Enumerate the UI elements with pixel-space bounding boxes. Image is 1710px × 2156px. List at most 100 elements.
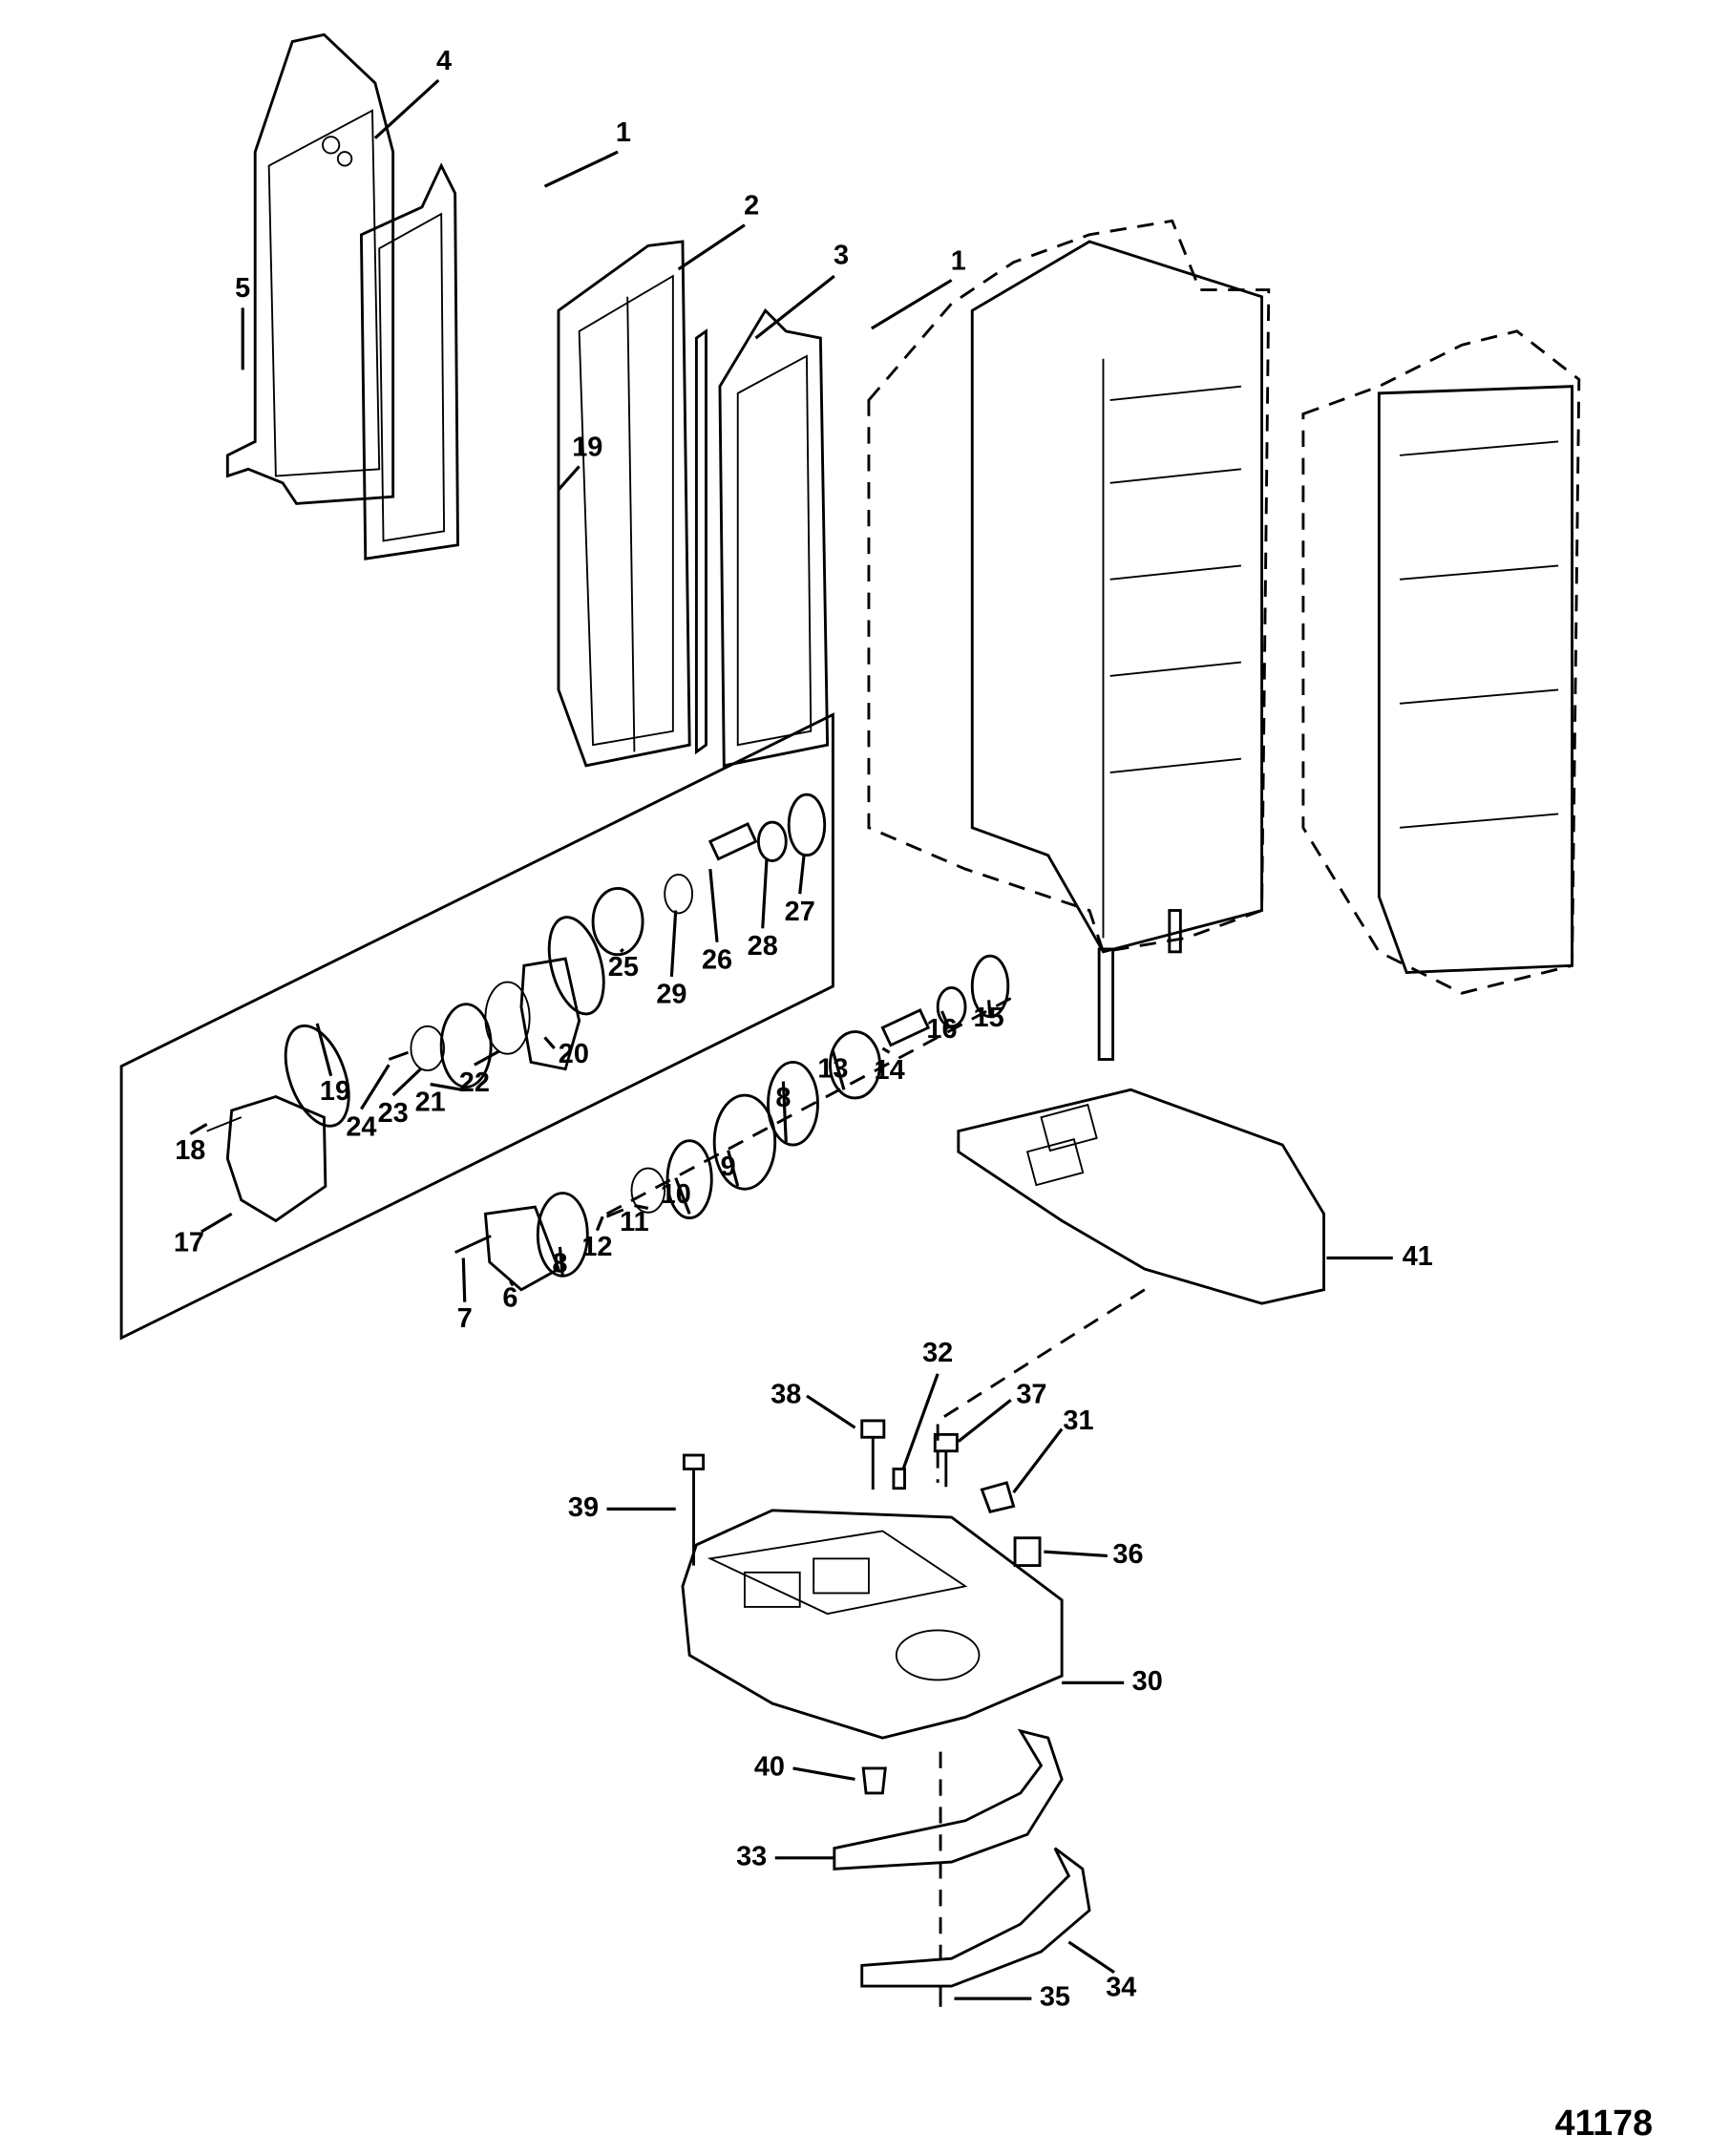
gasket-1b bbox=[718, 307, 830, 768]
callout-19: 19 bbox=[572, 432, 602, 462]
callout-16: 16 bbox=[926, 1014, 957, 1045]
callout-3: 3 bbox=[834, 241, 849, 271]
leader-line-7 bbox=[461, 1258, 467, 1302]
callout-6: 6 bbox=[502, 1282, 517, 1313]
callout-25: 25 bbox=[608, 952, 639, 983]
callout-34: 34 bbox=[1106, 1973, 1136, 2003]
leader-line-18 bbox=[189, 1123, 208, 1135]
leader-line-1 bbox=[543, 150, 619, 188]
water-pump-inset-frame bbox=[119, 712, 834, 1341]
callout-8: 8 bbox=[775, 1083, 791, 1113]
leader-line-23 bbox=[391, 1067, 422, 1097]
gasket-1 bbox=[359, 162, 459, 560]
callout-13: 13 bbox=[817, 1054, 848, 1085]
leader-line-28 bbox=[761, 857, 769, 929]
callout-17: 17 bbox=[174, 1228, 204, 1258]
leader-line-36 bbox=[1044, 1550, 1108, 1558]
leader-line-26 bbox=[708, 869, 719, 942]
leader-line-8 bbox=[558, 1246, 564, 1277]
callout-35: 35 bbox=[1040, 1982, 1070, 2013]
leader-line-38 bbox=[806, 1394, 856, 1429]
callout-9: 9 bbox=[721, 1152, 736, 1182]
leader-line-13 bbox=[831, 1050, 846, 1090]
callout-22: 22 bbox=[459, 1067, 490, 1098]
callout-28: 28 bbox=[748, 931, 778, 962]
callout-31: 31 bbox=[1063, 1406, 1093, 1436]
callout-23: 23 bbox=[378, 1098, 409, 1129]
leader-line-19 bbox=[557, 465, 581, 492]
leader-line-20 bbox=[543, 1036, 556, 1049]
callout-41: 41 bbox=[1403, 1241, 1433, 1272]
callout-5: 5 bbox=[235, 273, 250, 304]
leader-line-29 bbox=[669, 910, 678, 977]
callout-33: 33 bbox=[736, 1841, 767, 1871]
reference-number: 41178 bbox=[1555, 2103, 1653, 2143]
leader-line-21 bbox=[430, 1082, 463, 1091]
callout-37: 37 bbox=[1016, 1380, 1046, 1410]
leader-line-31 bbox=[1012, 1427, 1064, 1493]
leader-line-17 bbox=[201, 1212, 233, 1234]
leader-line-37 bbox=[957, 1399, 1012, 1443]
cover-plate bbox=[225, 32, 395, 505]
leader-line-32 bbox=[901, 1373, 939, 1470]
callout-21: 21 bbox=[415, 1087, 446, 1117]
leader-line-8 bbox=[781, 1081, 788, 1143]
callout-1: 1 bbox=[616, 117, 631, 148]
leader-line-19 bbox=[315, 1023, 333, 1077]
alignment-line bbox=[936, 1288, 1146, 1483]
callout-7: 7 bbox=[457, 1303, 473, 1334]
leader-line-11 bbox=[634, 1204, 649, 1211]
callout-26: 26 bbox=[702, 945, 732, 976]
leader-lines bbox=[189, 78, 1393, 2000]
leader-line-25 bbox=[619, 947, 624, 953]
callout-18: 18 bbox=[175, 1135, 205, 1166]
callout-40: 40 bbox=[754, 1752, 785, 1783]
leader-line-9 bbox=[727, 1150, 740, 1187]
callout-29: 29 bbox=[656, 980, 686, 1010]
leader-line-24 bbox=[360, 1064, 391, 1110]
callout-38: 38 bbox=[771, 1380, 801, 1410]
callout-30: 30 bbox=[1132, 1666, 1163, 1697]
leader-line-16 bbox=[940, 1010, 951, 1028]
callout-14: 14 bbox=[875, 1055, 905, 1086]
adapter-plate bbox=[681, 1509, 1064, 1740]
lower-pump-parts bbox=[454, 954, 1022, 1292]
callout-36: 36 bbox=[1112, 1539, 1143, 1570]
crankcase bbox=[867, 219, 1271, 1061]
callout-39: 39 bbox=[568, 1492, 599, 1523]
leader-line-14 bbox=[881, 1046, 891, 1054]
leader-line-27 bbox=[798, 855, 806, 895]
leader-line-12 bbox=[595, 1215, 604, 1232]
leader-line-22 bbox=[474, 1049, 500, 1067]
bolts bbox=[682, 1419, 1091, 2007]
callout-4: 4 bbox=[436, 46, 452, 76]
callout-15: 15 bbox=[974, 1003, 1004, 1033]
callout-10: 10 bbox=[661, 1179, 691, 1210]
callout-32: 32 bbox=[922, 1338, 953, 1368]
leader-line-15 bbox=[987, 1000, 992, 1017]
leader-line-34 bbox=[1067, 1940, 1115, 1974]
callout-12: 12 bbox=[581, 1232, 612, 1262]
callout-24: 24 bbox=[346, 1111, 376, 1142]
cylinder-block bbox=[1301, 329, 1581, 995]
callout-2: 2 bbox=[744, 191, 759, 222]
callout-27: 27 bbox=[785, 897, 815, 927]
callout-19: 19 bbox=[320, 1076, 350, 1107]
adapter-gasket bbox=[957, 1088, 1326, 1305]
leader-line-4 bbox=[373, 78, 440, 139]
callout-8: 8 bbox=[552, 1248, 567, 1279]
leader-line-3 bbox=[754, 274, 835, 340]
reed-block bbox=[557, 240, 691, 768]
leader-line-1 bbox=[871, 279, 953, 330]
leader-line-10 bbox=[674, 1177, 691, 1215]
leader-line-2 bbox=[677, 223, 746, 271]
leader-line-6 bbox=[509, 1280, 515, 1287]
callout-20: 20 bbox=[559, 1039, 589, 1069]
callout-11: 11 bbox=[620, 1207, 649, 1237]
leader-line-40 bbox=[792, 1766, 855, 1782]
inset-parts bbox=[206, 793, 827, 1223]
callout-1: 1 bbox=[951, 245, 966, 276]
gasket-strip bbox=[694, 328, 707, 755]
